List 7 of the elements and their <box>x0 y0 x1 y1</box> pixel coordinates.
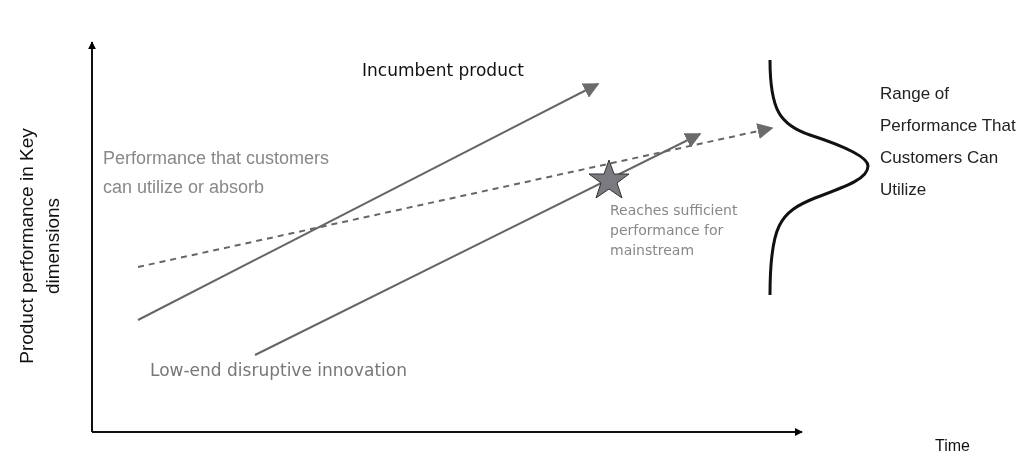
axis-label: Product performance in Key dimensions <box>15 127 64 366</box>
axis-label: Time <box>935 437 970 455</box>
line-label: Incumbent product <box>362 60 524 80</box>
line-label: Low-end disruptive innovation <box>150 360 407 380</box>
curve-label: Range of Performance That Customers Can Utilize <box>880 83 1017 201</box>
line-label: Performance that customers can utilize or absorb <box>103 147 331 199</box>
annotation: Reaches sufficient performance for mainstream <box>610 201 739 260</box>
